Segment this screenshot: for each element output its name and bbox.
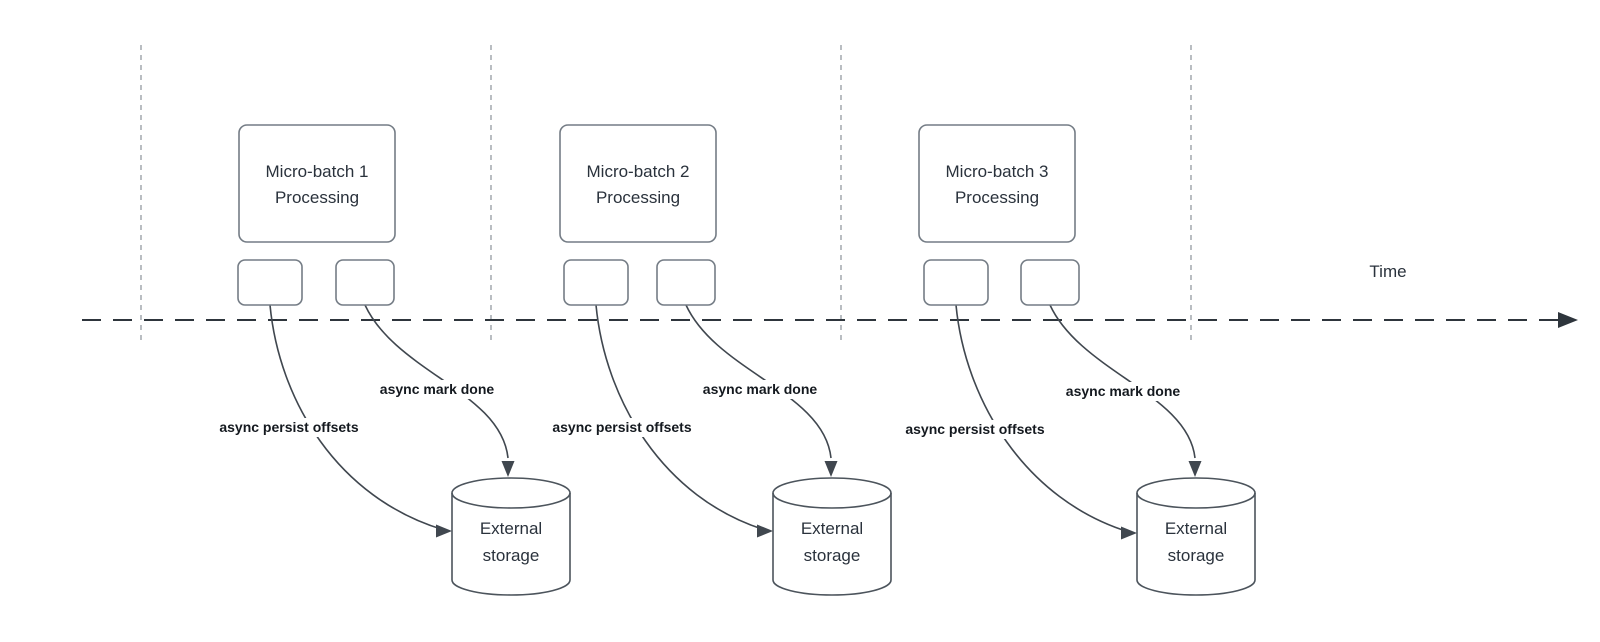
microbatch-group-1: Micro-batch 1 Processing External storag… [199,124,571,596]
offset-task-box-2 [563,259,629,306]
done-task-box-1 [335,259,395,306]
processing-box-1 [238,124,396,243]
offset-task-box-1 [237,259,303,306]
mark-done-connector-3 [1049,304,1196,459]
external-storage-cylinder-3 [1136,477,1256,596]
processing-box-label-line2-1: Processing [275,188,359,207]
done-task-box-2 [656,259,716,306]
processing-box-label-line2-2: Processing [596,188,680,207]
mark-done-arrowhead-icon-1 [501,461,515,477]
persist-offsets-arrowhead-icon-1 [436,524,452,538]
processing-box-label-line1-1: Micro-batch 1 [266,162,369,181]
mark-done-arrowhead-icon-2 [824,461,838,477]
storage-label-line2-2: storage [804,546,861,565]
mark-done-label-bg-3 [1049,382,1197,401]
mark-done-label-bg-1 [363,380,511,399]
processing-box-3 [918,124,1076,243]
processing-box-label-line2-3: Processing [955,188,1039,207]
persist-label-bg-1 [199,418,379,437]
storage-label-line1-2: External [801,519,863,538]
persist-offsets-arrowhead-icon-2 [757,524,773,538]
time-axis-arrowhead-icon [1558,312,1578,328]
persist-label-bg-3 [885,420,1065,439]
storage-label-line2-3: storage [1168,546,1225,565]
processing-box-label-line1-2: Micro-batch 2 [587,162,690,181]
mark-done-label-1: async mark done [380,381,495,397]
mark-done-label-2: async mark done [703,381,818,397]
external-storage-cylinder-1 [451,477,571,596]
persist-label-bg-2 [532,418,712,437]
mark-done-label-3: async mark done [1066,383,1181,399]
persist-offsets-label-3: async persist offsets [905,421,1044,437]
external-storage-cylinder-lip-3 [1136,492,1256,509]
persist-offsets-arrowhead-icon-3 [1121,526,1137,540]
persist-offsets-connector-3 [955,304,1130,533]
persist-offsets-label-1: async persist offsets [219,419,358,435]
external-storage-cylinder-lip-1 [451,492,571,509]
persist-offsets-connector-1 [269,304,445,531]
processing-box-label-line1-3: Micro-batch 3 [946,162,1049,181]
storage-label-line1-1: External [480,519,542,538]
mark-done-arrowhead-icon-3 [1188,461,1202,477]
offset-task-box-3 [923,259,989,306]
microbatch-group-3: Micro-batch 3 Processing External storag… [885,124,1256,596]
mark-done-label-bg-2 [686,380,834,399]
persist-offsets-connector-2 [595,304,766,531]
external-storage-cylinder-lip-2 [772,492,892,509]
external-storage-cylinder-2 [772,477,892,596]
microbatch-group-2: Micro-batch 2 Processing External storag… [532,124,892,596]
storage-label-line1-3: External [1165,519,1227,538]
done-task-box-3 [1020,259,1080,306]
persist-offsets-label-2: async persist offsets [552,419,691,435]
processing-box-2 [559,124,717,243]
time-axis-label: Time [1369,262,1406,281]
storage-label-line2-1: storage [483,546,540,565]
